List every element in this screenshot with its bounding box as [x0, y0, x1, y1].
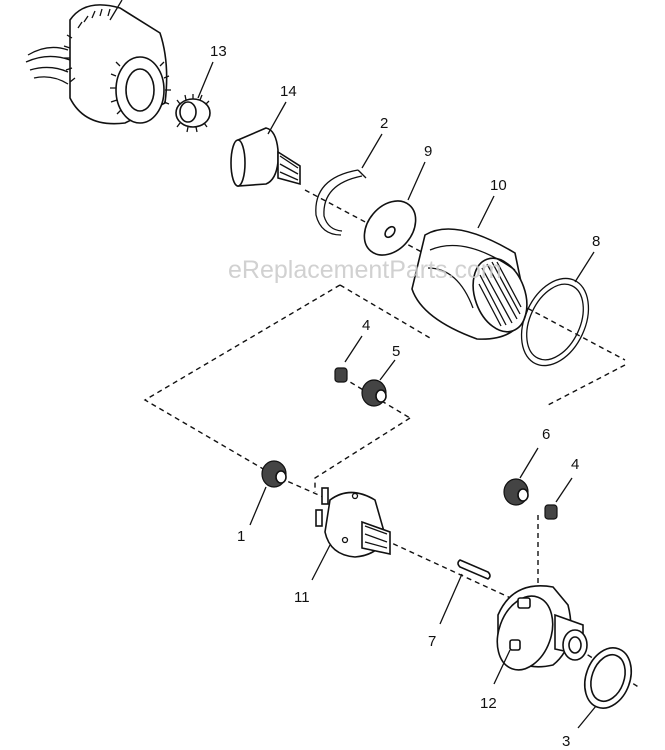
- callout-5: 5: [392, 343, 400, 360]
- callout-line-4-upper: [344, 335, 363, 363]
- callout-line-11: [311, 544, 331, 581]
- callout-6: 6: [542, 426, 550, 443]
- part-12-output-carrier: [496, 585, 588, 671]
- part-8-snap-ring: [520, 277, 590, 367]
- callout-line-12: [493, 649, 511, 685]
- callout-line-1: [249, 486, 267, 526]
- callout-4-upper: 4: [362, 317, 370, 334]
- part-1-planet-gear: [261, 460, 287, 488]
- callout-14: 14: [280, 83, 297, 100]
- callout-4-lower: 4: [571, 456, 579, 473]
- part-11-planet-carrier: [315, 487, 391, 558]
- part-7-roll-pin: [457, 559, 491, 580]
- callout-line-10: [477, 195, 495, 229]
- part-10-ring-gear: [411, 228, 528, 340]
- part-6-planet-gear: [503, 478, 529, 506]
- part-4-pin-upper: [334, 367, 348, 383]
- callout-3: 3: [562, 733, 570, 750]
- part-5-planet-gear: [361, 379, 387, 407]
- callout-10: 10: [490, 177, 507, 194]
- callout-13: 13: [210, 43, 227, 60]
- callout-line-housing: [109, 0, 123, 21]
- part-9-washer: [363, 200, 417, 256]
- part-2-retaining-ring: [315, 169, 367, 236]
- callout-11: 11: [294, 589, 310, 606]
- callout-2: 2: [380, 115, 388, 132]
- part-13-gear: [175, 94, 211, 133]
- callout-1: 1: [237, 528, 245, 545]
- gear-housing: [25, 4, 171, 125]
- callout-line-14: [267, 101, 287, 135]
- callout-line-5: [379, 359, 396, 381]
- callout-line-13: [197, 61, 214, 99]
- part-3-washer: [583, 647, 633, 709]
- callout-7: 7: [428, 633, 436, 650]
- watermark: eReplacementParts.com: [228, 256, 502, 284]
- callout-line-3: [577, 705, 597, 729]
- callout-12: 12: [480, 695, 497, 712]
- callout-line-6: [519, 447, 539, 479]
- callout-line-7: [439, 573, 463, 625]
- callout-9: 9: [424, 143, 432, 160]
- callout-line-9: [407, 161, 426, 201]
- part-14-shaft: [230, 127, 301, 187]
- callout-line-4-lower: [555, 477, 573, 503]
- callout-line-8: [574, 251, 595, 283]
- part-4-pin-lower: [544, 504, 558, 520]
- callout-8: 8: [592, 233, 600, 250]
- callout-line-2: [361, 133, 383, 169]
